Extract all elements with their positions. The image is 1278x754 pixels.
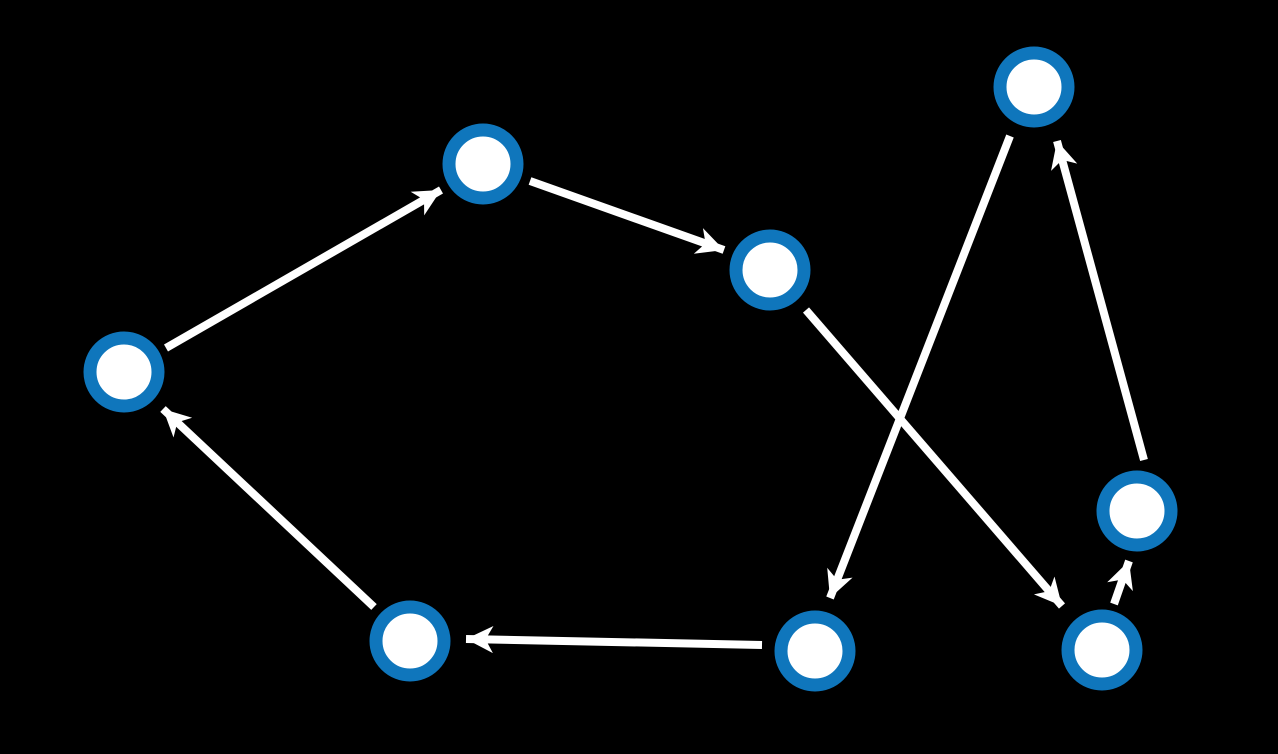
graph-node-bottom-right	[1061, 609, 1143, 691]
graph-edge-upper-middle-to-bottom-right	[802, 307, 1066, 609]
graph-node-top-right	[993, 46, 1075, 128]
edges-layer	[160, 134, 1148, 654]
graph-edge-right-to-top-right	[1051, 139, 1148, 462]
graph-edge-bottom-left-to-left	[160, 406, 377, 610]
graph-node-bottom-left	[369, 600, 451, 682]
graph-edge-bottom-middle-to-bottom-left	[465, 625, 763, 654]
graph-node-upper-left	[442, 123, 524, 205]
graph-edge-top-right-to-bottom-middle	[826, 134, 1014, 600]
nodes-layer	[83, 46, 1178, 692]
graph-node-left	[83, 331, 165, 413]
graph-edge-bottom-right-to-right	[1107, 559, 1133, 606]
graph-node-right	[1096, 470, 1178, 552]
graph-edge-left-to-upper-left	[164, 186, 443, 352]
graph-node-upper-middle	[729, 229, 811, 311]
graph-edge-upper-left-to-upper-middle	[528, 177, 726, 254]
graph-node-bottom-middle	[774, 610, 856, 692]
